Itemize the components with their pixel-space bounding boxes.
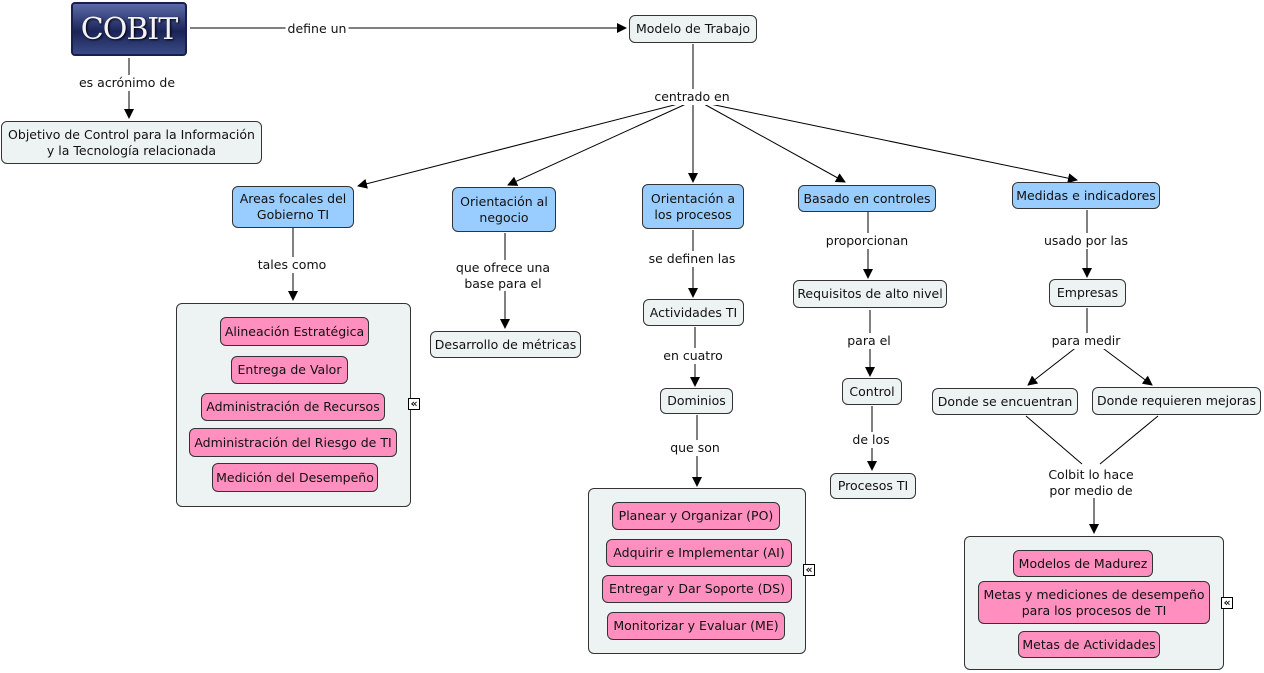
link-se-definen-las: se definen las	[646, 251, 738, 267]
node-requisitos[interactable]: Requisitos de alto nivel	[793, 280, 947, 308]
node-modelo-de-trabajo[interactable]: Modelo de Trabajo	[629, 15, 757, 43]
item-metas-mediciones[interactable]: Metas y mediciones de desempeño para los…	[978, 581, 1210, 624]
link-centrado-en: centrado en	[652, 89, 732, 105]
node-control[interactable]: Control	[842, 378, 902, 405]
collapse-toggle-icon[interactable]: «	[1221, 597, 1233, 609]
node-basado-en-controles[interactable]: Basado en controles	[798, 185, 936, 212]
node-donde-se-encuentran[interactable]: Donde se encuentran	[932, 388, 1078, 415]
node-medidas-e-indicadores[interactable]: Medidas e indicadores	[1012, 182, 1160, 209]
link-colbit-lo-hace: Colbit lo hace por medio de	[1046, 467, 1136, 499]
node-actividades-ti[interactable]: Actividades TI	[643, 299, 744, 326]
collapse-toggle-icon[interactable]: «	[803, 564, 815, 576]
node-dominios[interactable]: Dominios	[660, 388, 733, 414]
item-entrega-de-valor[interactable]: Entrega de Valor	[231, 356, 348, 384]
link-en-cuatro: en cuatro	[661, 348, 725, 364]
node-areas-focales[interactable]: Areas focales del Gobierno TI	[232, 186, 354, 228]
item-entregar-soporte[interactable]: Entregar y Dar Soporte (DS)	[602, 575, 792, 603]
link-es-acronimo-de: es acrónimo de	[76, 75, 178, 91]
cobit-logo: COBIT	[71, 2, 187, 56]
item-administracion-recursos[interactable]: Administración de Recursos	[201, 393, 385, 421]
item-monitorizar-evaluar[interactable]: Monitorizar y Evaluar (ME)	[607, 612, 785, 640]
node-orientacion-negocio[interactable]: Orientación al negocio	[452, 187, 556, 232]
node-procesos-ti[interactable]: Procesos TI	[830, 473, 916, 499]
link-que-ofrece: que ofrece una base para el	[453, 260, 553, 292]
collapse-toggle-icon[interactable]: «	[408, 398, 420, 410]
item-planear-organizar[interactable]: Planear y Organizar (PO)	[612, 502, 780, 530]
node-donde-requieren-mejoras[interactable]: Donde requieren mejoras	[1092, 387, 1261, 415]
item-metas-actividades[interactable]: Metas de Actividades	[1018, 631, 1160, 658]
item-administracion-riesgo[interactable]: Administración del Riesgo de TI	[189, 428, 397, 457]
link-para-medir: para medir	[1049, 333, 1123, 349]
node-desarrollo-metricas[interactable]: Desarrollo de métricas	[430, 331, 581, 358]
node-empresas[interactable]: Empresas	[1049, 279, 1126, 307]
node-objetivo-de-control[interactable]: Objetivo de Control para la Información …	[1, 121, 262, 164]
item-medicion-desempeno[interactable]: Medición del Desempeño	[212, 463, 378, 492]
link-que-son: que son	[668, 440, 722, 456]
item-alineacion-estrategica[interactable]: Alineación Estratégica	[220, 317, 369, 346]
node-orientacion-procesos[interactable]: Orientación a los procesos	[642, 184, 744, 229]
link-tales-como: tales como	[255, 257, 329, 273]
item-modelos-madurez[interactable]: Modelos de Madurez	[1013, 550, 1153, 577]
link-de-los: de los	[850, 432, 892, 448]
item-adquirir-implementar[interactable]: Adquirir e Implementar (AI)	[606, 539, 792, 567]
link-proporcionan: proporcionan	[823, 233, 911, 249]
link-usado-por-las: usado por las	[1042, 233, 1130, 249]
link-para-el: para el	[845, 333, 893, 349]
link-define-un: define un	[285, 21, 349, 37]
